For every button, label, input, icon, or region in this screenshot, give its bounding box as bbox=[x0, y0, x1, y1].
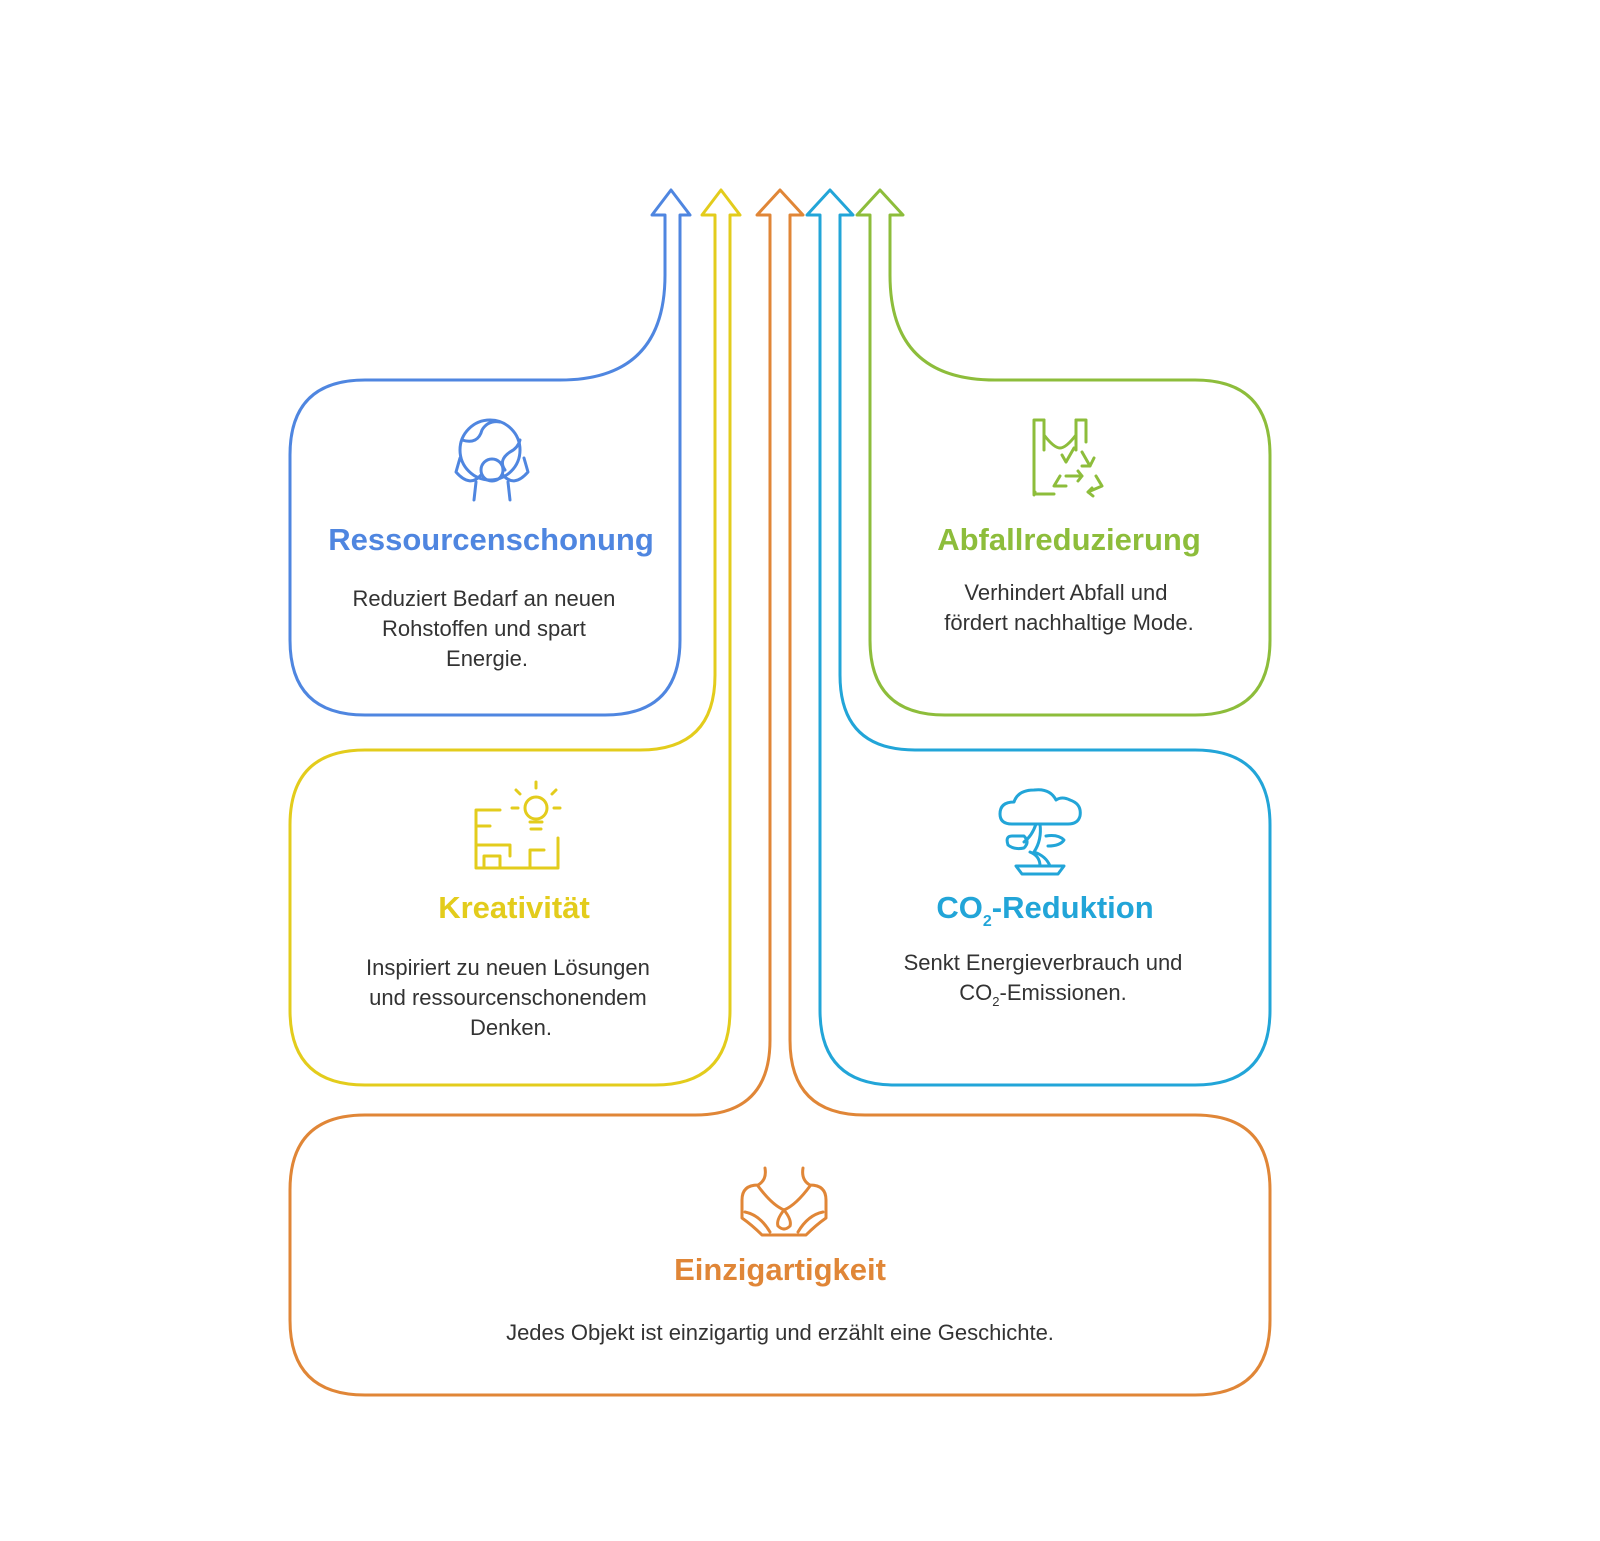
co2-desc-sub: 2 bbox=[992, 994, 999, 1009]
kreativitaet-desc: Inspiriert zu neuen Lösungen und ressour… bbox=[366, 955, 656, 1040]
einzigartigkeit-desc-line: Jedes Objekt ist einzigartig und erzählt… bbox=[506, 1320, 1054, 1345]
earth-hands-icon bbox=[454, 418, 530, 502]
card-einzigartigkeit: Einzigartigkeit Jedes Objekt ist einziga… bbox=[288, 188, 1272, 1397]
co2-title-sub: 2 bbox=[983, 913, 992, 930]
co2-desc-pre: CO bbox=[959, 980, 992, 1005]
ressourcen-title: Ressourcenschonung bbox=[328, 522, 654, 557]
card-ressourcenschonung: Ressourcenschonung Reduziert Bedarf an n… bbox=[288, 188, 692, 717]
abfall-title: Abfallreduzierung bbox=[937, 522, 1201, 557]
einzigartigkeit-desc: Jedes Objekt ist einzigartig und erzählt… bbox=[506, 1320, 1054, 1345]
kreativitaet-desc-line: Denken. bbox=[470, 1015, 552, 1040]
card-kreativitaet: Kreativität Inspiriert zu neuen Lösungen… bbox=[288, 188, 742, 1087]
co2-title-pre: CO bbox=[936, 890, 983, 925]
co2-desc-post: -Emissionen. bbox=[1000, 980, 1127, 1005]
orange-arrow-outline bbox=[288, 188, 1272, 1397]
cyan-arrow-outline bbox=[805, 188, 1272, 1087]
kreativitaet-desc-line: und ressourcenschonendem bbox=[369, 985, 647, 1010]
yellow-arrow-outline bbox=[288, 188, 742, 1087]
kreativitaet-desc-line: Inspiriert zu neuen Lösungen bbox=[366, 955, 650, 980]
bonsai-cloud-icon bbox=[998, 788, 1082, 876]
blue-arrow-outline bbox=[288, 188, 692, 717]
co2-title: CO2-Reduktion bbox=[936, 890, 1153, 930]
abfall-desc-line: Verhindert Abfall und bbox=[964, 580, 1167, 605]
lightbulb-blueprint-icon bbox=[474, 780, 562, 870]
card-co2-reduktion: CO2-Reduktion Senkt Energieverbrauch und… bbox=[805, 188, 1272, 1087]
necklace-bust-icon bbox=[740, 1166, 828, 1237]
ressourcen-desc: Reduziert Bedarf an neuen Rohstoffen und… bbox=[352, 586, 621, 671]
co2-desc-line-1: Senkt Energieverbrauch und bbox=[904, 950, 1183, 975]
kreativitaet-title: Kreativität bbox=[438, 890, 590, 925]
green-arrow-outline bbox=[855, 188, 1272, 717]
card-abfallreduzierung: Abfallreduzierung Verhindert Abfall und … bbox=[855, 188, 1272, 717]
ressourcen-desc-line: Rohstoffen und spart bbox=[382, 616, 586, 641]
co2-title-post: -Reduktion bbox=[992, 890, 1154, 925]
ressourcen-desc-line: Energie. bbox=[446, 646, 528, 671]
einzigartigkeit-title: Einzigartigkeit bbox=[674, 1252, 886, 1287]
abfall-desc-line: fördert nachhaltige Mode. bbox=[944, 610, 1194, 635]
abfall-desc: Verhindert Abfall und fördert nachhaltig… bbox=[944, 580, 1194, 635]
recycle-bag-icon bbox=[1032, 418, 1104, 498]
co2-desc-line-2: CO2-Emissionen. bbox=[959, 980, 1126, 1009]
ressourcen-desc-line: Reduziert Bedarf an neuen bbox=[352, 586, 615, 611]
